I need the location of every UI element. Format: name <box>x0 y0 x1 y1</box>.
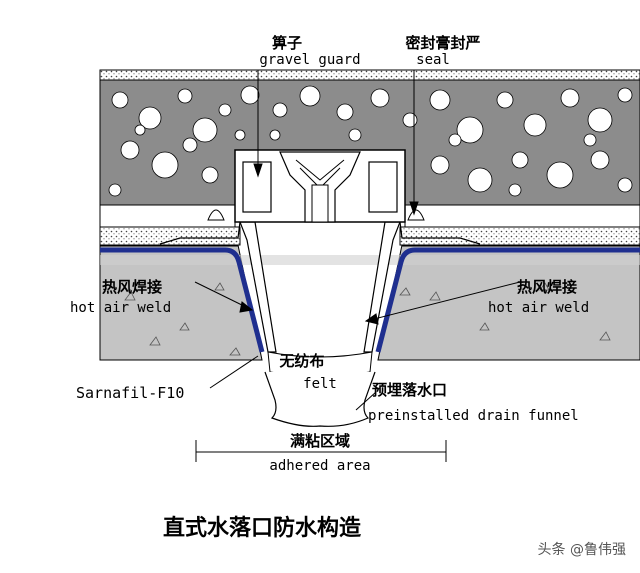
insulation-band-left <box>99 226 241 246</box>
gravel-stone <box>336 103 354 121</box>
gravel-stone <box>240 85 260 105</box>
gravel-stone <box>138 106 162 130</box>
leader-lines <box>194 70 521 462</box>
gravel-stone <box>546 161 574 189</box>
watermark: 头条 @鲁伟强 <box>537 542 626 558</box>
gravel-stone <box>370 88 390 108</box>
gravel-stone <box>272 102 288 118</box>
gravel-stone <box>429 89 451 111</box>
slab-underside-band <box>100 255 640 265</box>
gravel-stone <box>496 91 514 109</box>
gravel-stone <box>348 128 362 142</box>
gravel-stone <box>134 124 146 136</box>
protection-layer-right <box>404 204 640 228</box>
gravel-stone <box>120 140 140 160</box>
gravel-stone <box>182 137 198 153</box>
grate-label-en: gravel guard <box>259 52 360 68</box>
gravel-stone <box>430 155 450 175</box>
seal-label-cn: 密封膏封严 <box>405 34 480 52</box>
gravel-stone <box>523 113 547 137</box>
gravel-stone <box>590 150 610 170</box>
figure-caption: 直式水落口防水构造 <box>163 515 361 541</box>
gravel-stone <box>508 183 522 197</box>
gravel-stone <box>201 166 219 184</box>
adhered-label-en: adhered area <box>269 458 370 474</box>
gravel-stone <box>617 87 633 103</box>
gravel-stone <box>583 133 597 147</box>
adhered-label-cn: 满粘区域 <box>290 432 350 450</box>
felt-label-cn: 无纺布 <box>278 352 324 370</box>
weld-left-label-cn: 热风焊接 <box>102 278 162 296</box>
gravel-stone <box>234 129 246 141</box>
gravel-stone <box>617 177 633 193</box>
gravel-stone <box>299 85 321 107</box>
funnel-label-cn: 预埋落水口 <box>372 381 447 399</box>
gravel-stone <box>192 117 218 143</box>
drain-outlet <box>264 371 376 427</box>
gravel-stones <box>108 85 633 197</box>
drain-funnel-flange-right <box>399 221 481 245</box>
gravel-stone <box>111 91 129 109</box>
gravel-stone <box>448 133 462 147</box>
gravel-stone <box>467 167 493 193</box>
grate-right-slot <box>368 161 398 213</box>
gravel-stone <box>456 116 484 144</box>
weld-left-label-en: hot air weld <box>70 300 171 316</box>
concrete-hatching <box>124 282 611 356</box>
gravel-stone <box>108 183 122 197</box>
membrane-left <box>100 247 265 353</box>
insulation-band-right <box>399 226 640 246</box>
membrane-label: Sarnafil-F10 <box>76 384 184 402</box>
membrane-right <box>375 247 640 353</box>
grate-label-cn: 箅子 <box>272 34 302 52</box>
seal-label-en: seal <box>416 52 450 68</box>
weld-right-label-cn: 热风焊接 <box>517 278 577 296</box>
gravel-stone <box>177 88 193 104</box>
top-screed-layer <box>99 69 640 81</box>
gravel-stone <box>587 107 613 133</box>
felt-label-en: felt <box>303 376 337 392</box>
gravel-stone <box>218 103 232 117</box>
seal-bead-right <box>407 209 425 221</box>
seal-bead-left <box>207 209 225 221</box>
gravel-stone <box>151 151 179 179</box>
weld-right-label-en: hot air weld <box>488 300 589 316</box>
funnel-label-en: preinstalled drain funnel <box>368 408 579 424</box>
gravel-stone <box>560 88 580 108</box>
grate-stem <box>311 184 329 223</box>
gravel-stone <box>511 151 529 169</box>
concrete-slab-left <box>99 244 263 361</box>
gravel-stone <box>402 112 418 128</box>
drain-funnel-flange-left <box>159 221 241 245</box>
gravel-stone <box>269 129 281 141</box>
